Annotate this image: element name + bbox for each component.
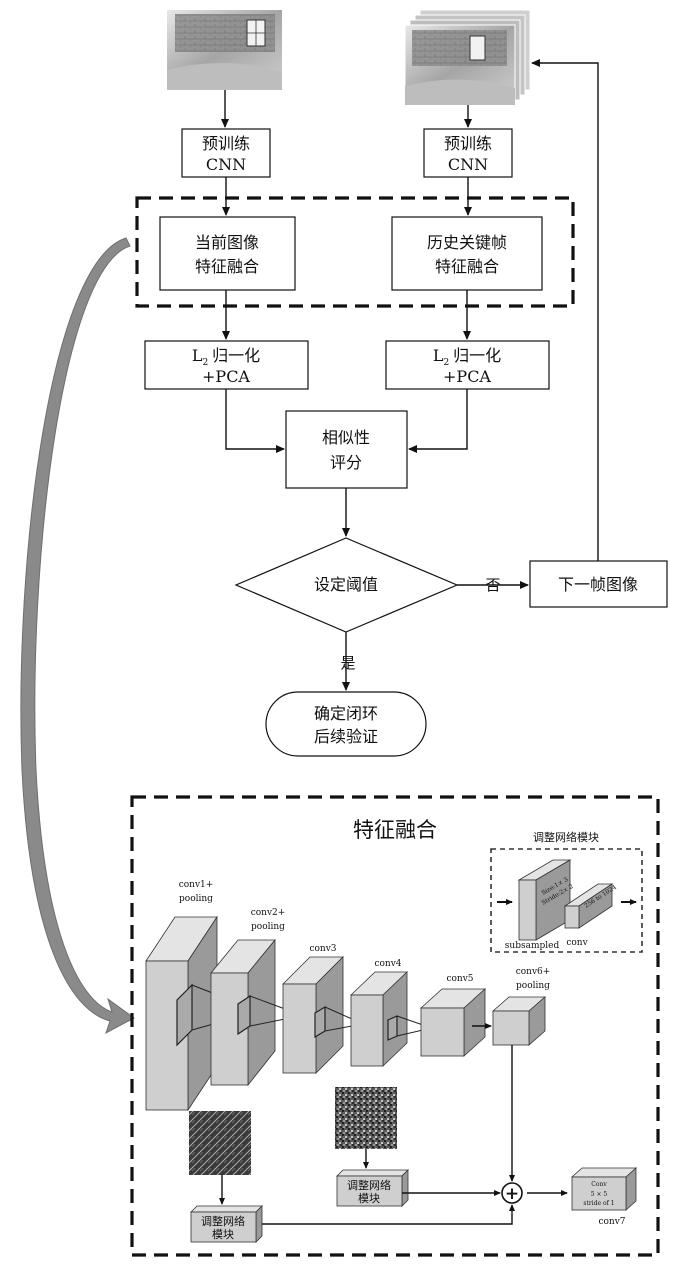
- fuse-right-line1: 历史关键帧: [427, 233, 507, 252]
- confirm-loop-terminal: 确定闭环 后续验证: [266, 692, 426, 756]
- conv2-label-line2: pooling: [251, 922, 285, 932]
- next-frame-label: 下一帧图像: [558, 575, 638, 594]
- adjust-left-line2: 模块: [212, 1228, 234, 1241]
- conv7-label: conv7: [598, 1217, 625, 1227]
- conv2-block: [211, 940, 285, 1085]
- similarity-line1: 相似性: [322, 428, 370, 447]
- cnn-right-line1: 预训练: [444, 134, 492, 153]
- conv6-label-line2: pooling: [516, 981, 550, 991]
- conv6-label-line1: conv6+: [516, 967, 551, 977]
- yes-label: 是: [340, 654, 355, 672]
- l2-pca-right-box: L2归一化 +PCA: [386, 341, 549, 389]
- module-subsampled-label: subsampled: [505, 941, 560, 951]
- conv2-feature-map: [189, 1111, 251, 1175]
- fuse-right-line2: 特征融合: [435, 257, 499, 276]
- next-frame-box: 下一帧图像: [530, 561, 667, 607]
- left-module-to-sum-arrow: [262, 1205, 512, 1224]
- current-image-photo: [167, 10, 282, 90]
- fusion-link-arrow: [21, 238, 134, 1033]
- conv6-block: [493, 997, 545, 1045]
- adjust-mid-line1: 调整网络: [347, 1178, 391, 1192]
- conv3-block: [283, 957, 352, 1073]
- sum-symbol: +: [505, 1184, 519, 1204]
- confirm-line1: 确定闭环: [314, 704, 378, 723]
- pretrained-cnn-left-box: 预训练 CNN: [182, 129, 270, 177]
- conv4-feature-map: [335, 1087, 397, 1149]
- conv1-label-line1: conv1+: [179, 880, 214, 890]
- adjust-module-mid: 调整网络 模块: [337, 1170, 408, 1206]
- current-image-fusion-box: 当前图像 特征融合: [160, 217, 295, 290]
- fusion-sum-node: +: [502, 1183, 522, 1204]
- l2-right-line2: +PCA: [443, 367, 491, 386]
- l2-pca-left-box: L2归一化 +PCA: [145, 341, 308, 389]
- conv1-label-line2: pooling: [179, 894, 213, 904]
- pretrained-cnn-right-box: 预训练 CNN: [424, 129, 512, 177]
- adjust-left-line1: 调整网络: [201, 1214, 245, 1228]
- adjust-mid-line2: 模块: [358, 1192, 380, 1205]
- l2-right-line1: L2归一化: [433, 346, 501, 368]
- cnn-left-line1: 预训练: [202, 134, 250, 153]
- conv3-label: conv3: [309, 944, 336, 954]
- cnn-right-line2: CNN: [448, 155, 488, 174]
- conv5-block: [421, 989, 485, 1056]
- l2-left-line2: +PCA: [202, 367, 250, 386]
- threshold-decision-diamond: 设定阈值: [236, 538, 457, 632]
- conv7-face-line2: 5 × 5: [591, 1191, 608, 1198]
- fuse-left-line1: 当前图像: [195, 233, 259, 252]
- adjust-module-inset: 调整网络模块 Size:1× 3 Stride:2× 2 256 to 1024…: [491, 830, 642, 952]
- history-frames-photo: [405, 10, 530, 105]
- confirm-line2: 后续验证: [314, 727, 378, 746]
- adjust-module-left: 调整网络 模块: [191, 1206, 262, 1242]
- conv7-face-line1: Conv: [591, 1181, 607, 1188]
- conv4-label: conv4: [374, 959, 401, 969]
- similarity-line2: 评分: [330, 453, 362, 472]
- conv2-label-line1: conv2+: [251, 908, 286, 918]
- similarity-score-box: 相似性 评分: [286, 411, 407, 488]
- fuse-left-line2: 特征融合: [195, 257, 259, 276]
- feature-fusion-title: 特征融合: [353, 818, 437, 842]
- conv5-label: conv5: [446, 974, 473, 984]
- conv4-block: [351, 972, 423, 1066]
- threshold-label: 设定阈值: [314, 575, 378, 594]
- module-inset-title: 调整网络模块: [533, 830, 599, 844]
- no-label: 否: [485, 576, 500, 594]
- history-keyframe-fusion-box: 历史关键帧 特征融合: [392, 217, 542, 290]
- conv7-face-line3: stride of 1: [583, 1200, 614, 1207]
- conv7-block: Conv 5 × 5 stride of 1: [572, 1168, 636, 1210]
- module-conv-label: conv: [566, 938, 588, 948]
- cnn-left-line2: CNN: [206, 155, 246, 174]
- l2-left-line1: L2归一化: [192, 346, 260, 368]
